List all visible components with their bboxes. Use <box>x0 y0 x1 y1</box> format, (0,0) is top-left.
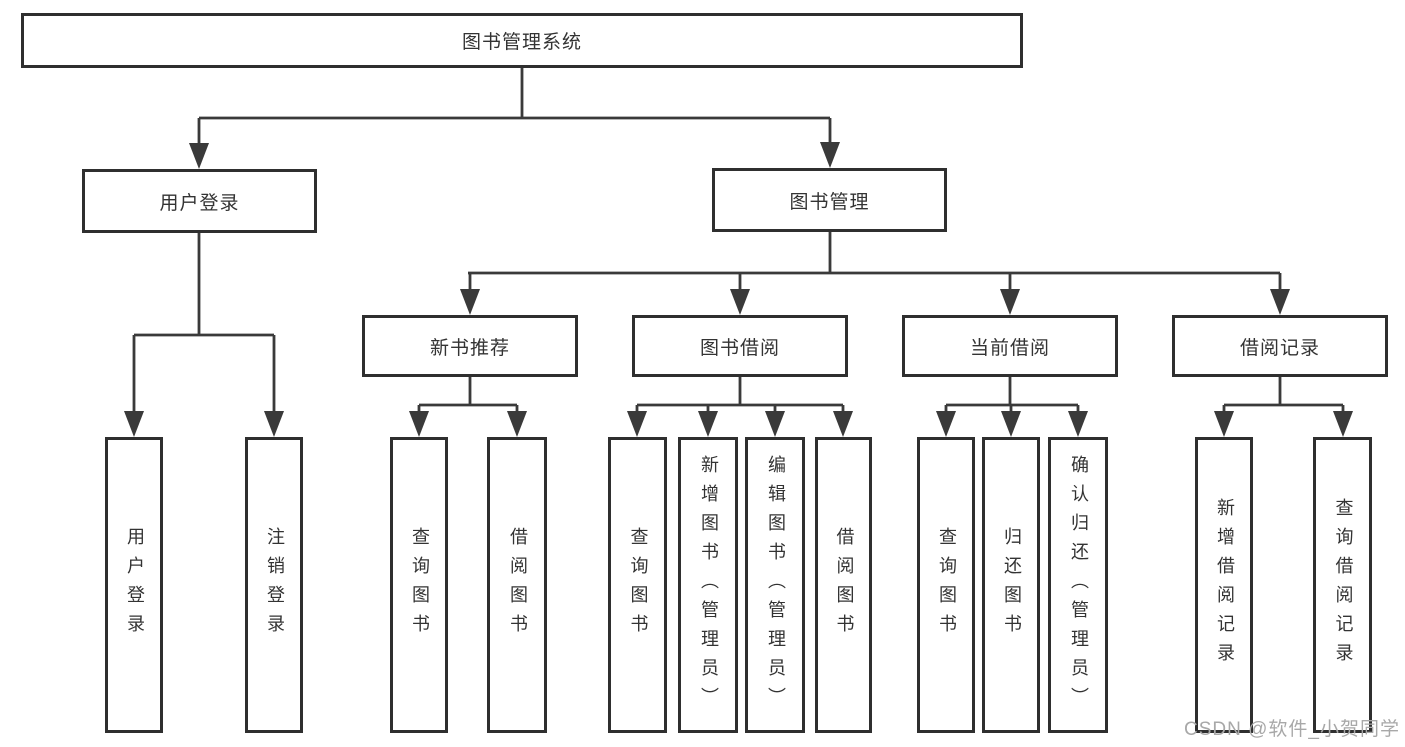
node-current-borrow: 当前借阅 <box>902 315 1118 377</box>
node-leaf-query-book-borrow: 查询图书 <box>608 437 667 733</box>
node-label: 用户登录 <box>159 192 240 214</box>
node-leaf-query-book-recommend: 查询图书 <box>390 437 448 733</box>
node-label: 归还图书 <box>1002 527 1022 643</box>
node-label: 确认归还（管理员） <box>1069 454 1089 716</box>
node-label: 借阅图书 <box>508 527 528 643</box>
node-leaf-borrow-book-recommend: 借阅图书 <box>487 437 547 733</box>
node-label: 查询图书 <box>937 527 957 643</box>
node-label: 新增借阅记录 <box>1215 498 1235 672</box>
node-leaf-logout: 注销登录 <box>245 437 303 733</box>
node-new-book-recommend: 新书推荐 <box>362 315 578 377</box>
node-label: 借阅记录 <box>1239 337 1320 359</box>
node-leaf-query-borrow-record: 查询借阅记录 <box>1313 437 1372 733</box>
node-book-management: 图书管理 <box>712 168 947 232</box>
node-label: 注销登录 <box>265 527 285 643</box>
node-leaf-edit-book-admin: 编辑图书（管理员） <box>745 437 805 733</box>
node-label: 查询图书 <box>410 527 430 643</box>
node-leaf-user-login: 用户登录 <box>105 437 163 733</box>
node-label: 图书管理 <box>789 191 870 213</box>
node-leaf-add-borrow-record: 新增借阅记录 <box>1195 437 1253 733</box>
node-label: 当前借阅 <box>969 337 1050 359</box>
node-leaf-return-book: 归还图书 <box>982 437 1040 733</box>
node-leaf-add-book-admin: 新增图书（管理员） <box>678 437 738 733</box>
node-label: 图书管理系统 <box>461 32 582 53</box>
node-book-borrow: 图书借阅 <box>632 315 848 377</box>
node-library-management-system: 图书管理系统 <box>21 13 1023 68</box>
node-borrow-records: 借阅记录 <box>1172 315 1388 377</box>
node-leaf-borrow-book: 借阅图书 <box>815 437 872 733</box>
node-label: 查询借阅记录 <box>1333 498 1354 672</box>
node-label: 新书推荐 <box>429 337 510 359</box>
node-leaf-query-book-current: 查询图书 <box>917 437 975 733</box>
node-user-login: 用户登录 <box>82 169 317 233</box>
csdn-watermark: CSDN @软件_小贺同学 <box>1184 719 1400 740</box>
node-label: 用户登录 <box>125 527 145 643</box>
node-label: 借阅图书 <box>834 527 855 643</box>
node-label: 新增图书（管理员） <box>699 454 719 716</box>
node-leaf-confirm-return-admin: 确认归还（管理员） <box>1048 437 1108 733</box>
node-label: 查询图书 <box>628 527 649 643</box>
node-label: 编辑图书（管理员） <box>766 454 786 716</box>
node-label: 图书借阅 <box>699 337 780 359</box>
